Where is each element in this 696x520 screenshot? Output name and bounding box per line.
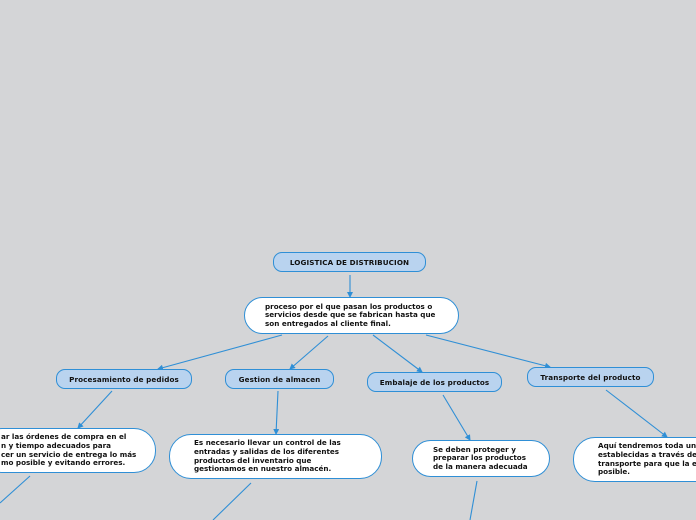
detail-transporte-producto-text: Aquí tendremos toda una establecidas a t… — [598, 441, 696, 477]
connector-definition-procesamiento — [157, 334, 283, 371]
detail-embalaje-productos[interactable]: Se deben proteger y preparar los product… — [412, 440, 550, 477]
connector-gestion-detail — [273, 390, 280, 435]
definition-text: proceso por el que pasan los productos o… — [265, 301, 436, 328]
definition-node[interactable]: proceso por el que pasan los productos o… — [244, 297, 459, 334]
connector-definition-transporte — [425, 334, 551, 369]
topic-gestion-almacen-label: Gestion de almacen — [238, 374, 321, 384]
topic-embalaje-productos[interactable]: Embalaje de los productos — [367, 372, 502, 392]
connector-definition-gestion — [289, 335, 329, 370]
detail-embalaje-productos-text: Se deben proteger y preparar los product… — [433, 444, 528, 471]
root-topic-label: LOGISTICA DE DISTRIBUCION — [289, 257, 410, 267]
connector-gestion-below — [212, 482, 252, 520]
connector-definition-embalaje — [372, 334, 423, 373]
detail-gestion-almacen-text: Es necesario llevar un control de las en… — [194, 438, 341, 474]
detail-procesamiento-pedidos-text: ar las órdenes de compra en el n y tiemp… — [1, 432, 137, 468]
detail-transporte-producto[interactable]: Aquí tendremos toda una establecidas a t… — [573, 437, 696, 482]
topic-procesamiento-pedidos[interactable]: Procesamiento de pedidos — [56, 369, 192, 389]
root-topic[interactable]: LOGISTICA DE DISTRIBUCION — [273, 252, 426, 272]
connector-embalaje-detail — [442, 394, 471, 441]
topic-transporte-producto[interactable]: Transporte del producto — [527, 367, 654, 387]
connector-embalaje-below — [469, 480, 478, 520]
connector-procesamiento-below — [0, 475, 31, 504]
detail-gestion-almacen[interactable]: Es necesario llevar un control de las en… — [169, 434, 382, 479]
detail-procesamiento-pedidos[interactable]: ar las órdenes de compra en el n y tiemp… — [0, 428, 156, 473]
topic-gestion-almacen[interactable]: Gestion de almacen — [225, 369, 334, 389]
topic-procesamiento-pedidos-label: Procesamiento de pedidos — [69, 374, 179, 384]
connector-procesamiento-detail — [77, 390, 113, 429]
topic-transporte-producto-label: Transporte del producto — [540, 372, 641, 382]
topic-embalaje-productos-label: Embalaje de los productos — [379, 377, 490, 387]
connector-transporte-detail — [605, 389, 668, 438]
